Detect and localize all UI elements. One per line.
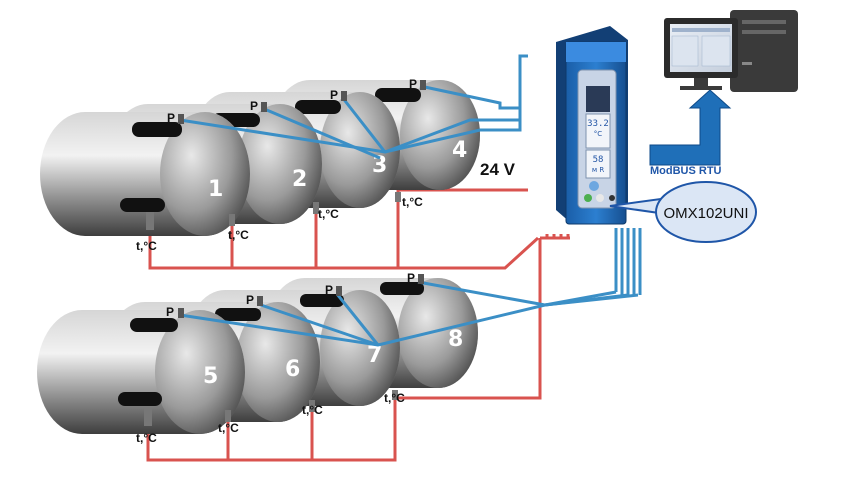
svg-text:t,°C: t,°C: [402, 195, 423, 209]
computer-icon: [664, 10, 798, 92]
svg-text:P: P: [325, 283, 333, 297]
display-top-value: 33.2: [587, 119, 609, 129]
temperature-sensor: t,°C: [136, 212, 157, 253]
svg-text:t,°C: t,°C: [302, 403, 323, 417]
display-bottom-value: 58: [593, 155, 604, 165]
device-callout: OMX102UNI: [609, 181, 757, 243]
device-display: 33.2 °C 58 м R: [585, 86, 611, 179]
tank-5: 5: [37, 310, 245, 434]
temp-wiring-bottom: [146, 234, 570, 462]
svg-text:t,°C: t,°C: [228, 228, 249, 242]
tank-number: 8: [448, 327, 463, 352]
svg-text:t,°C: t,°C: [384, 391, 405, 405]
tank-number: 2: [292, 167, 307, 192]
device-button: [589, 181, 599, 191]
temperature-sensor: t,°C: [136, 408, 157, 445]
pressure-wiring-bottom: [179, 280, 639, 347]
pressure-sensor: P: [407, 271, 424, 285]
modbus-label: ModBUS RTU: [650, 165, 722, 177]
temperature-sensor: t,°C: [228, 214, 249, 242]
display-bottom-unit: м R: [592, 166, 605, 174]
status-led-icon: [584, 194, 592, 202]
tank-number: 4: [452, 138, 467, 163]
pressure-sensor: P: [325, 283, 342, 297]
status-led-icon: [609, 195, 615, 201]
svg-text:P: P: [167, 111, 175, 125]
temperature-sensor: t,°C: [384, 390, 405, 405]
temperature-sensor: t,°C: [395, 192, 423, 209]
pressure-wiring-top: [179, 54, 528, 160]
modbus-link: ModBUS RTU: [649, 89, 732, 177]
temperature-sensor: t,°C: [302, 400, 323, 417]
svg-text:t,°C: t,°C: [318, 207, 339, 221]
svg-text:P: P: [409, 77, 417, 91]
tank-number: 5: [203, 364, 218, 389]
svg-text:t,°C: t,°C: [136, 431, 157, 445]
device-bus-lines: [614, 228, 642, 295]
svg-text:P: P: [330, 88, 338, 102]
svg-text:P: P: [246, 293, 254, 307]
svg-text:P: P: [250, 99, 258, 113]
tank-number: 6: [285, 357, 300, 382]
pressure-sensor: P: [330, 88, 347, 102]
pressure-sensor: P: [250, 99, 267, 113]
pressure-sensor: P: [246, 293, 263, 307]
pressure-sensors: P P P P P P P P: [166, 77, 426, 319]
tank-number: 1: [208, 177, 223, 202]
temperature-sensor: t,°C: [218, 410, 239, 435]
tank-number: 7: [367, 343, 382, 368]
voltage-label: 24 V: [480, 160, 516, 179]
tank-number: 3: [372, 153, 387, 178]
temperature-sensor: t,°C: [313, 202, 339, 221]
status-led-icon: [596, 194, 604, 202]
device-label: OMX102UNI: [663, 205, 748, 222]
display-top-unit: °C: [594, 130, 603, 138]
svg-text:P: P: [407, 271, 415, 285]
tank-1: 1: [40, 112, 250, 236]
pressure-sensor: P: [409, 77, 426, 91]
pressure-sensor: P: [166, 305, 184, 319]
controller-device: 33.2 °C 58 м R: [556, 26, 628, 225]
temperature-sensors: t,°C t,°C t,°C t,°C t,°C t,°C t,°C t,°C: [136, 192, 423, 445]
pressure-sensor: P: [167, 111, 184, 125]
svg-text:t,°C: t,°C: [136, 239, 157, 253]
svg-text:t,°C: t,°C: [218, 421, 239, 435]
svg-text:P: P: [166, 305, 174, 319]
